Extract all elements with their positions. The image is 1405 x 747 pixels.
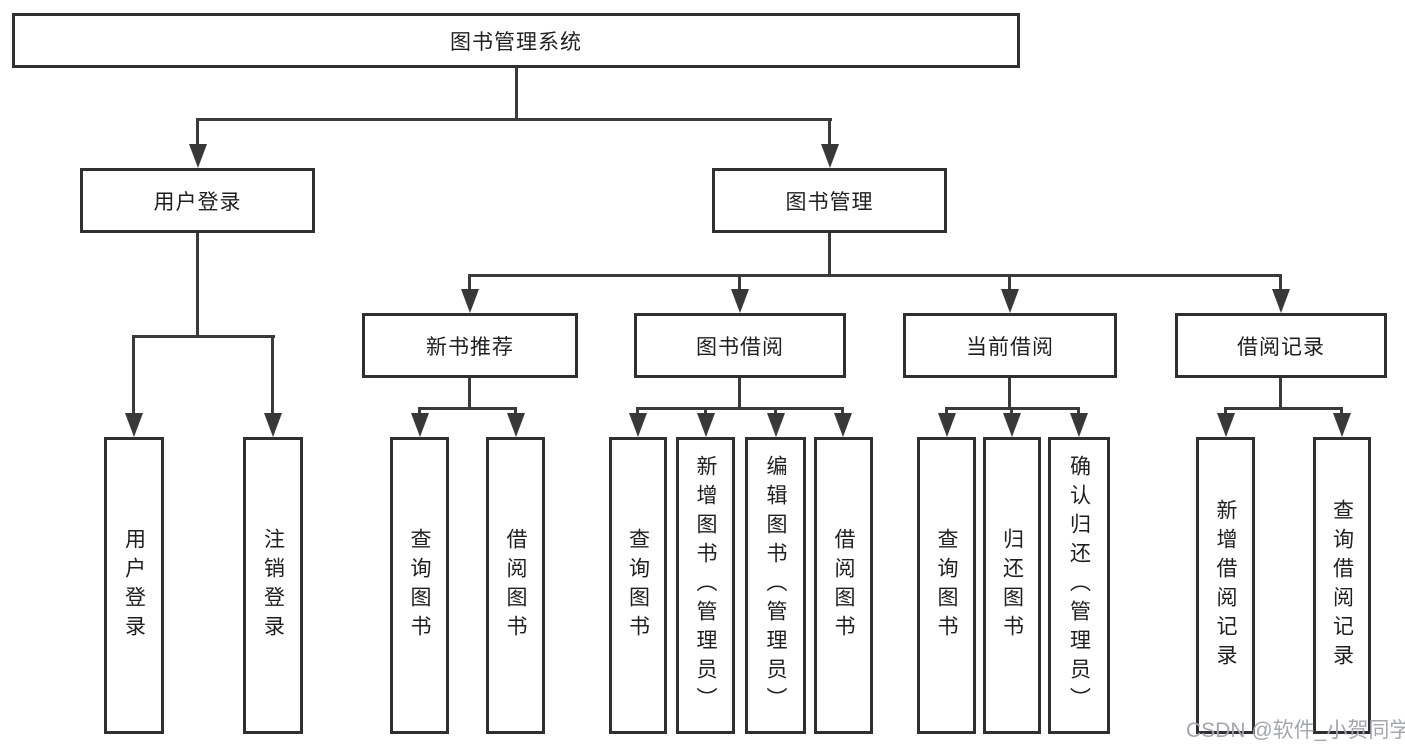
- node-user-login: 用户登录: [80, 168, 315, 233]
- connector-stub-bb-query: [636, 407, 639, 415]
- connector-stub-bb-borrow: [841, 407, 844, 415]
- arrowhead-bb-edit: [766, 413, 785, 437]
- arrowhead-bb-add: [696, 413, 715, 437]
- arrowhead-user-login: [188, 144, 207, 168]
- leaf-label: 查询图书: [626, 527, 650, 644]
- connector-stub-cb-query: [945, 407, 948, 415]
- node-book-borrowing: 图书借阅: [634, 313, 846, 378]
- connector-stub-user-login: [196, 118, 199, 146]
- arrowhead-cb-confirm: [1069, 413, 1088, 437]
- leaf-br-add-record: 新增借阅记录: [1196, 437, 1255, 734]
- arrowhead-br-query: [1332, 413, 1351, 437]
- leaf-label: 确认归还（管理员）: [1067, 455, 1091, 716]
- node-current-borrowing: 当前借阅: [903, 313, 1117, 378]
- leaf-label: 编辑图书（管理员）: [764, 455, 787, 716]
- leaf-br-query-record: 查询借阅记录: [1313, 437, 1371, 734]
- leaf-cb-confirm-return-admin: 确认归还（管理员）: [1048, 437, 1110, 734]
- arrowhead-current-borrow: [1000, 289, 1019, 313]
- node-label: 图书管理系统: [450, 30, 582, 54]
- arrowhead-nb-borrow: [506, 413, 525, 437]
- leaf-label: 新增图书（管理员）: [694, 455, 717, 716]
- connector-stub-book-borrow: [738, 274, 741, 291]
- arrowhead-book-borrow: [730, 289, 749, 313]
- connector-stub-cb-return: [1010, 407, 1013, 415]
- connector-stub-login-leaf: [132, 335, 135, 413]
- leaf-bb-edit-books-admin: 编辑图书（管理员）: [745, 437, 806, 734]
- arrowhead-logout-leaf: [263, 413, 282, 437]
- leaf-bb-borrow-books: 借阅图书: [814, 437, 873, 734]
- node-library-management-system: 图书管理系统: [12, 13, 1020, 68]
- connector-book-mgmt-bus: [468, 274, 1282, 277]
- node-label: 新书推荐: [426, 335, 514, 359]
- connector-new-book-stem: [468, 378, 471, 409]
- connector-stub-logout-leaf: [271, 335, 274, 413]
- csdn-watermark: CSDN @软件_小贺同学: [1186, 719, 1405, 742]
- arrowhead-nb-query: [410, 413, 429, 437]
- arrowhead-book-mgmt: [820, 144, 839, 168]
- connector-stub-nb-borrow: [514, 407, 517, 415]
- leaf-label: 查询借阅记录: [1330, 498, 1354, 673]
- connector-user-login-stem: [196, 233, 199, 337]
- leaf-label: 查询图书: [935, 527, 958, 644]
- arrowhead-bb-borrow: [833, 413, 852, 437]
- connector-borrow-record-stem: [1279, 378, 1282, 409]
- connector-root-bus: [196, 118, 832, 121]
- node-label: 当前借阅: [966, 335, 1054, 359]
- leaf-label: 归还图书: [1000, 527, 1024, 644]
- connector-stub-new-book: [468, 274, 471, 291]
- leaf-label: 借阅图书: [832, 527, 855, 644]
- node-label: 用户登录: [153, 190, 242, 214]
- connector-stub-bb-edit: [774, 407, 777, 415]
- connector-stub-br-query: [1340, 407, 1343, 415]
- connector-book-borrow-bus: [636, 407, 844, 410]
- arrowhead-borrow-record: [1271, 289, 1290, 313]
- arrowhead-cb-return: [1002, 413, 1021, 437]
- connector-book-borrow-stem: [738, 378, 741, 409]
- connector-current-borrow-stem: [1008, 378, 1011, 409]
- arrowhead-cb-query: [937, 413, 956, 437]
- node-book-management: 图书管理: [712, 168, 947, 233]
- connector-user-login-bus: [132, 335, 275, 338]
- leaf-bb-query-books: 查询图书: [609, 437, 667, 734]
- connector-borrow-record-bus: [1224, 407, 1342, 410]
- leaf-label: 借阅图书: [504, 527, 527, 644]
- leaf-nb-borrow-books: 借阅图书: [486, 437, 545, 734]
- connector-book-mgmt-stem: [828, 233, 831, 276]
- connector-stub-nb-query: [418, 407, 421, 415]
- leaf-label: 查询图书: [408, 527, 431, 644]
- node-borrowing-records: 借阅记录: [1175, 313, 1387, 378]
- leaf-user-login: 用户登录: [104, 437, 164, 734]
- connector-stub-borrow-record: [1279, 274, 1282, 291]
- leaf-label: 注销登录: [261, 527, 285, 644]
- node-label: 图书管理: [785, 190, 874, 214]
- leaf-nb-query-books: 查询图书: [390, 437, 449, 734]
- leaf-logout: 注销登录: [243, 437, 303, 734]
- node-label: 借阅记录: [1237, 335, 1325, 359]
- arrowhead-br-add: [1216, 413, 1235, 437]
- leaf-cb-return-books: 归还图书: [983, 437, 1041, 734]
- connector-new-book-bus: [418, 407, 517, 410]
- arrowhead-new-book: [460, 289, 479, 313]
- connector-stub-current-borrow: [1008, 274, 1011, 291]
- connector-stub-bb-add: [704, 407, 707, 415]
- arrowhead-login-leaf: [124, 413, 143, 437]
- leaf-cb-query-books: 查询图书: [917, 437, 976, 734]
- connector-stub-br-add: [1224, 407, 1227, 415]
- connector-root-stem: [515, 68, 518, 120]
- node-label: 图书借阅: [696, 335, 784, 359]
- leaf-label: 用户登录: [122, 527, 146, 644]
- leaf-label: 新增借阅记录: [1214, 498, 1237, 673]
- connector-stub-cb-confirm: [1077, 407, 1080, 415]
- connector-stub-book-mgmt: [828, 118, 831, 146]
- node-new-book-recommend: 新书推荐: [362, 313, 578, 378]
- arrowhead-bb-query: [628, 413, 647, 437]
- leaf-bb-add-books-admin: 新增图书（管理员）: [676, 437, 735, 734]
